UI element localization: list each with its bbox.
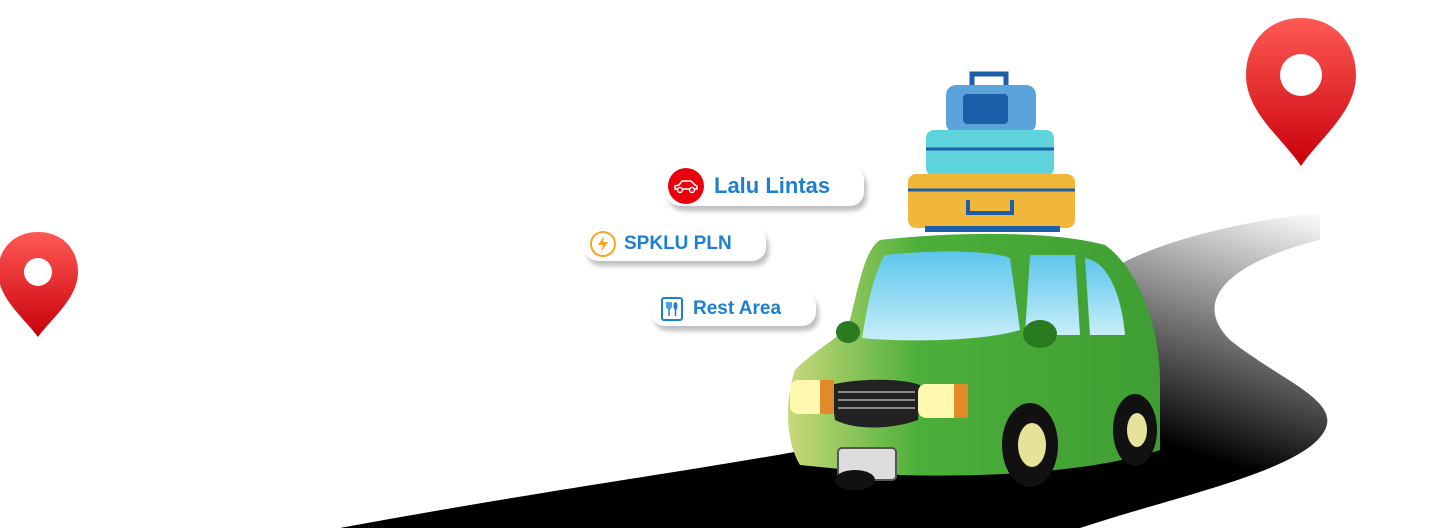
location-pin-left-icon [0,232,78,337]
lightning-icon [590,231,616,257]
badge-spklu-pln[interactable]: SPKLU PLN [584,227,766,261]
badge-label: SPKLU PLN [624,233,732,254]
badge-label: Rest Area [693,298,782,319]
badge-lalu-lintas[interactable]: Lalu Lintas [666,166,864,206]
badge-label: Lalu Lintas [714,173,831,198]
fork-knife-icon [661,297,683,321]
green-car [788,233,1160,490]
car-icon [668,168,704,204]
luggage-stack [908,71,1075,232]
location-pin-right-icon [1246,18,1356,166]
badge-rest-area[interactable]: Rest Area [651,292,816,326]
